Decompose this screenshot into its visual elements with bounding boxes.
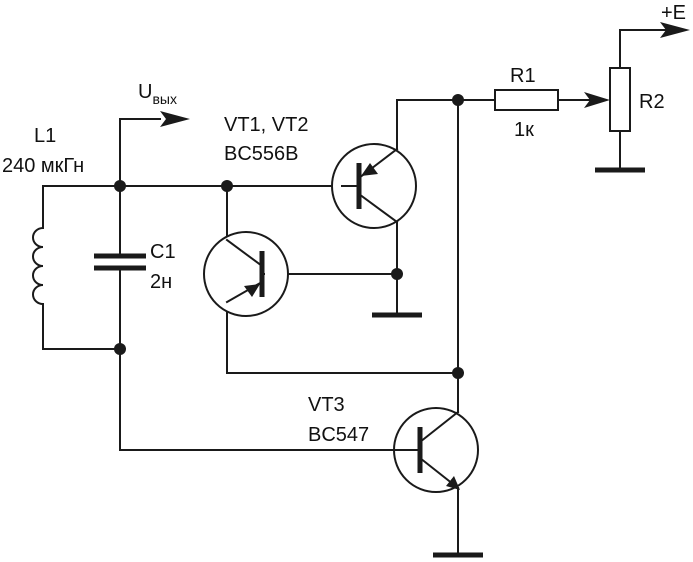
wire-l1-bottom [42, 303, 121, 350]
junction-dot [221, 180, 233, 192]
r2-wiper-arrow-icon [584, 92, 610, 108]
junction-dot [452, 94, 464, 106]
ground-symbols [372, 167, 645, 558]
wire-l1-top [42, 185, 121, 229]
junction-dot [114, 180, 126, 192]
labels: L1 240 мкГн C1 2н VT1, VT2 BC556B VT3 BC… [2, 2, 686, 446]
wire-vt2-emitter [226, 301, 459, 374]
transistor-vt1 [331, 143, 417, 229]
vt2-emitter-arrow-icon [244, 284, 260, 297]
transistor-vt2 [203, 231, 289, 317]
wire-r2-supply [619, 29, 666, 69]
vt3-type-label: BC547 [308, 424, 369, 446]
output-main-label: U [138, 81, 152, 103]
junction-dot [452, 367, 464, 379]
wire-c1-bottom [119, 269, 394, 451]
l1-value-label: 240 мкГн [2, 155, 84, 177]
vt12-name-label: VT1, VT2 [224, 114, 308, 136]
supply-arrow-icon [660, 22, 690, 38]
l1-name-label: L1 [34, 125, 56, 147]
r1-value-label: 1к [514, 119, 534, 141]
junction-dots [114, 94, 464, 379]
c1-value-label: 2н [150, 271, 172, 293]
r1-name-label: R1 [510, 65, 536, 87]
output-label: Uвых [138, 81, 177, 107]
output-sub-label: вых [152, 91, 177, 107]
transistor-vt3 [392, 407, 479, 493]
vt3-name-label: VT3 [308, 394, 345, 416]
vt1-emitter-arrow-icon [361, 163, 378, 176]
capacitor-c1 [94, 253, 146, 271]
vt12-type-label: BC556B [224, 143, 299, 165]
c1-name-label: C1 [150, 241, 176, 263]
wire-vt1-emitter [396, 99, 496, 150]
resistor-r1 [494, 89, 559, 111]
wires [42, 29, 666, 553]
output-arrow-icon [160, 111, 190, 127]
vt3-emitter-arrow-icon [446, 476, 460, 490]
junction-dot [114, 343, 126, 355]
supply-label: +E [661, 2, 686, 24]
r2-name-label: R2 [639, 91, 665, 113]
junction-dot [391, 268, 403, 280]
wire-output [119, 118, 161, 187]
potentiometer-r2 [584, 67, 631, 132]
inductor-l1 [32, 226, 45, 306]
